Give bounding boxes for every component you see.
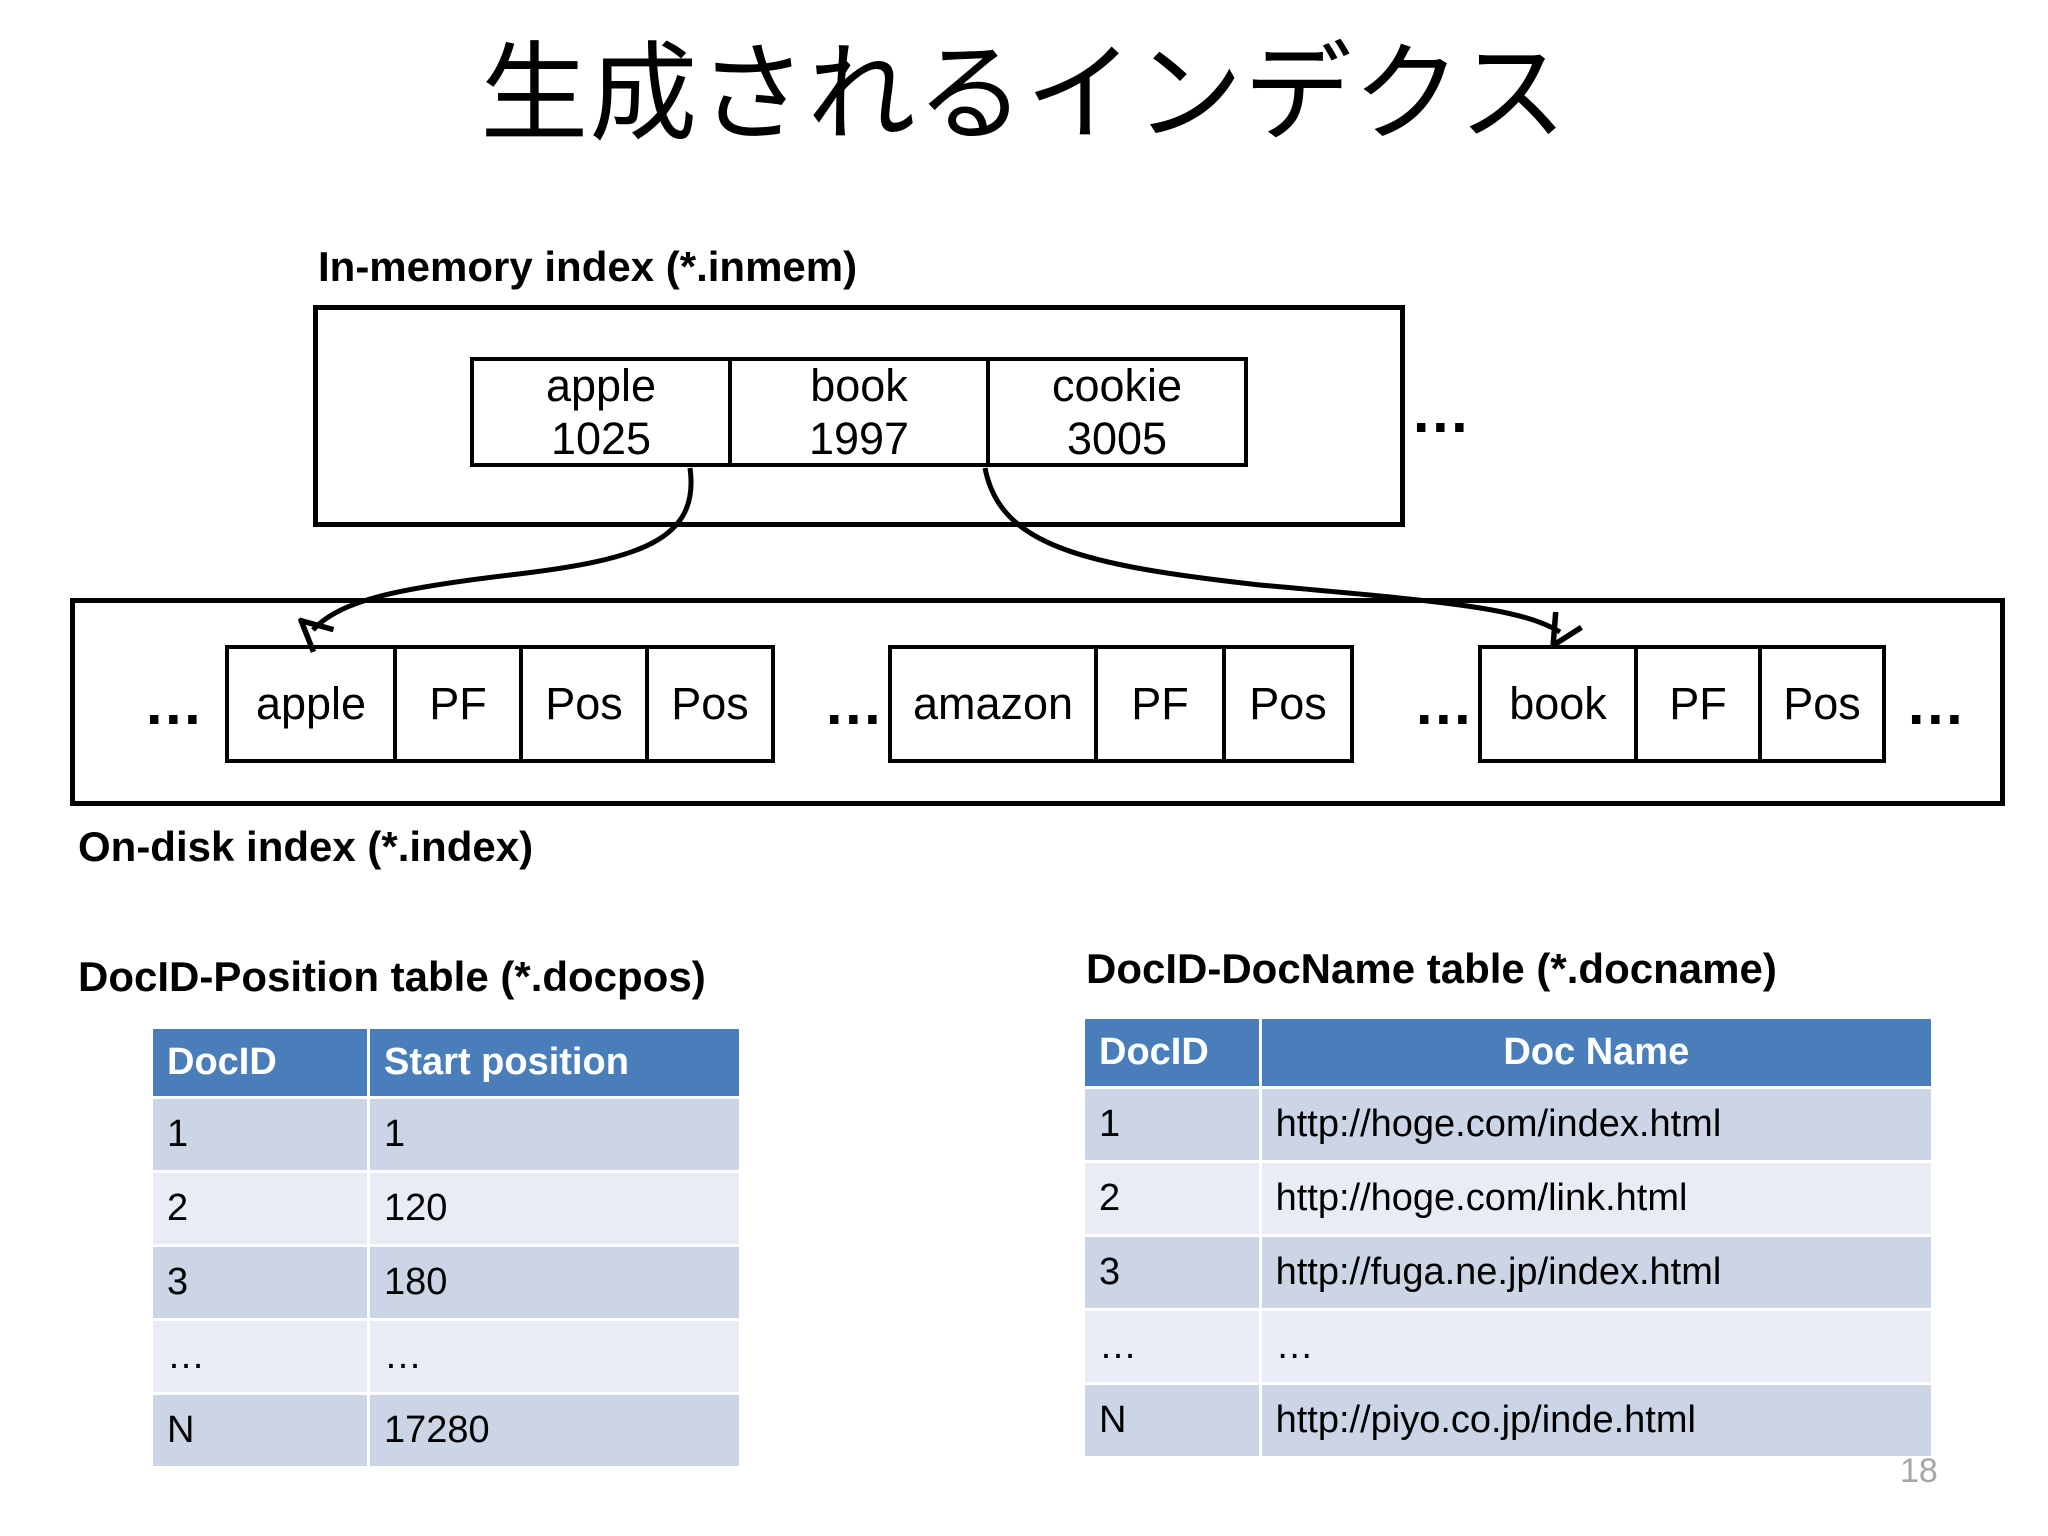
- on-disk-pos-cell: Pos: [1222, 645, 1354, 763]
- on-disk-posting-group-amazon: amazon PF Pos: [888, 645, 1354, 763]
- cell-start-position: …: [370, 1321, 739, 1392]
- docpos-table-label: DocID-Position table (*.docpos): [78, 953, 706, 1000]
- cell-docid: N: [153, 1395, 368, 1466]
- on-disk-index-label: On-disk index (*.index): [78, 823, 534, 870]
- table-row: … …: [1085, 1311, 1931, 1382]
- in-memory-entry-value: 3005: [1066, 413, 1168, 464]
- cell-docid: …: [1085, 1311, 1259, 1382]
- on-disk-pf-cell: PF: [393, 645, 523, 763]
- on-disk-pf-cell: PF: [1094, 645, 1226, 763]
- in-memory-entry-term: cookie: [1051, 359, 1183, 411]
- on-disk-term-cell: amazon: [888, 645, 1098, 763]
- cell-docid: 2: [1085, 1163, 1259, 1234]
- table-row: … …: [153, 1321, 739, 1392]
- cell-doc-name: http://hoge.com/link.html: [1261, 1163, 1931, 1234]
- docname-table: DocID Doc Name 1 http://hoge.com/index.h…: [1082, 1016, 1934, 1459]
- cell-start-position: 17280: [370, 1395, 739, 1466]
- on-disk-ellipsis-2: …: [1413, 670, 1481, 737]
- in-memory-entry-value: 1025: [550, 413, 652, 464]
- cell-docid: 3: [153, 1247, 368, 1318]
- column-header-docid: DocID: [1085, 1019, 1259, 1086]
- in-memory-entry-cookie: cookie 3005: [986, 357, 1248, 467]
- on-disk-posting-group-apple: apple PF Pos Pos: [225, 645, 775, 763]
- page-number: 18: [1900, 1452, 1938, 1490]
- in-memory-entry-value: 1997: [808, 413, 910, 464]
- on-disk-term-cell: book: [1478, 645, 1638, 763]
- in-memory-trailing-ellipsis: …: [1410, 378, 1478, 445]
- docname-table-label: DocID-DocName table (*.docname): [1086, 945, 1777, 992]
- table-header-row: DocID Start position: [153, 1029, 739, 1096]
- cell-docid: 2: [153, 1173, 368, 1244]
- on-disk-pos-cell: Pos: [1758, 645, 1886, 763]
- table-row: 1 1: [153, 1099, 739, 1170]
- cell-docid: 1: [1085, 1089, 1259, 1160]
- table-row: 1 http://hoge.com/index.html: [1085, 1089, 1931, 1160]
- column-header-start-position: Start position: [370, 1029, 739, 1096]
- on-disk-pf-cell: PF: [1634, 645, 1762, 763]
- table-row: 3 http://fuga.ne.jp/index.html: [1085, 1237, 1931, 1308]
- in-memory-entry-term: apple: [545, 359, 657, 411]
- in-memory-entry-term: book: [810, 359, 908, 411]
- on-disk-ellipsis-0: …: [143, 670, 211, 737]
- cell-docid: …: [153, 1321, 368, 1392]
- on-disk-ellipsis-3: …: [1905, 670, 1973, 737]
- cell-doc-name: …: [1261, 1311, 1931, 1382]
- table-row: N 17280: [153, 1395, 739, 1466]
- cell-start-position: 120: [370, 1173, 739, 1244]
- table-row: 2 120: [153, 1173, 739, 1244]
- table-row: N http://piyo.co.jp/inde.html: [1085, 1385, 1931, 1456]
- cell-doc-name: http://hoge.com/index.html: [1261, 1089, 1931, 1160]
- cell-docid: N: [1085, 1385, 1259, 1456]
- table-row: 3 180: [153, 1247, 739, 1318]
- on-disk-ellipsis-1: …: [823, 670, 891, 737]
- in-memory-entry-row: apple 1025 book 1997 cookie 3005: [470, 357, 1248, 467]
- docpos-table: DocID Start position 1 1 2 120 3 180 … ……: [150, 1026, 742, 1469]
- on-disk-pos-cell: Pos: [645, 645, 775, 763]
- on-disk-pos-cell: Pos: [519, 645, 649, 763]
- table-header-row: DocID Doc Name: [1085, 1019, 1931, 1086]
- cell-start-position: 1: [370, 1099, 739, 1170]
- cell-doc-name: http://fuga.ne.jp/index.html: [1261, 1237, 1931, 1308]
- on-disk-term-cell: apple: [225, 645, 397, 763]
- cell-docid: 1: [153, 1099, 368, 1170]
- in-memory-entry-apple: apple 1025: [470, 357, 732, 467]
- table-row: 2 http://hoge.com/link.html: [1085, 1163, 1931, 1234]
- cell-doc-name: http://piyo.co.jp/inde.html: [1261, 1385, 1931, 1456]
- cell-docid: 3: [1085, 1237, 1259, 1308]
- column-header-docid: DocID: [153, 1029, 368, 1096]
- column-header-doc-name: Doc Name: [1261, 1019, 1931, 1086]
- in-memory-index-label: In-memory index (*.inmem): [318, 243, 858, 290]
- page-title: 生成されるインデクス: [480, 32, 1568, 157]
- cell-start-position: 180: [370, 1247, 739, 1318]
- on-disk-posting-group-book: book PF Pos: [1478, 645, 1886, 763]
- in-memory-entry-book: book 1997: [728, 357, 990, 467]
